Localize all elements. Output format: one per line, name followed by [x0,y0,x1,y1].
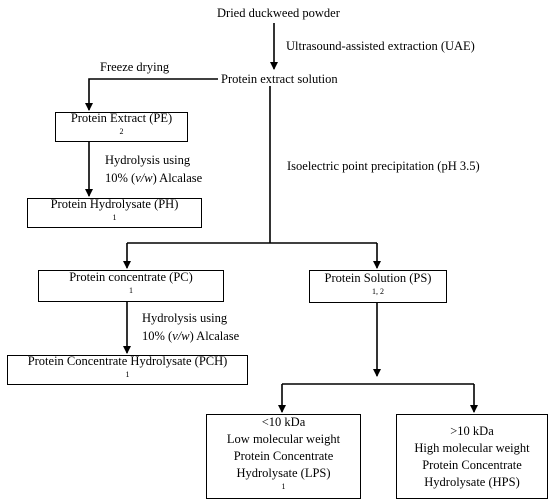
step-hydrolysis-2: Hydrolysis using 10% (v/w) Alcalase [142,309,239,345]
step-hydrolysis-1: Hydrolysis using 10% (v/w) Alcalase [105,151,202,187]
step-freeze-drying: Freeze drying [100,60,170,74]
lps-line4: Hydrolysate (LPS)1 [236,466,331,491]
node-protein-extract-solution: Protein extract solution [221,72,338,86]
step-hydrolysis-1-line2: 10% (v/w) Alcalase [105,171,203,185]
node-lps: <10 kDa Low molecular weight Protein Con… [206,414,361,499]
lps-line2: Low molecular weight [226,432,341,446]
hps-line3: Protein Concentrate [422,457,522,472]
node-protein-extract-pe: Protein Extract (PE)2 [55,111,188,142]
node-dried-powder: Dried duckweed powder [217,6,340,20]
node-hps: >10 kDa High molecular weight Protein Co… [396,414,548,499]
node-protein-concentrate-hydrolysate-pch: Protein Concentrate Hydrolysate (PCH)1 [7,354,248,385]
node-protein-hydrolysate-ph: Protein Hydrolysate (PH)1 [27,197,202,228]
hps-line4: Hydrolysate (HPS) [424,474,520,489]
hps-line1: >10 kDa [450,423,494,438]
lps-line3: Protein Concentrate [233,449,334,463]
step-uae: Ultrasound-assisted extraction (UAE) [286,39,475,53]
step-hydrolysis-1-line1: Hydrolysis using [105,153,191,167]
arrow-extract-to-pe [85,78,218,111]
step-isoelectric-precipitation: Isoelectric point precipitation (pH 3.5) [287,159,480,173]
lps-line1: <10 kDa [261,415,306,429]
step-hydrolysis-2-line1: Hydrolysis using [142,311,228,325]
step-hydrolysis-2-line2: 10% (v/w) Alcalase [142,329,240,343]
hps-line2: High molecular weight [414,440,530,455]
node-protein-concentrate-pc: Protein concentrate (PC)1 [38,270,224,302]
node-protein-solution-ps: Protein Solution (PS)1, 2 [309,270,447,303]
